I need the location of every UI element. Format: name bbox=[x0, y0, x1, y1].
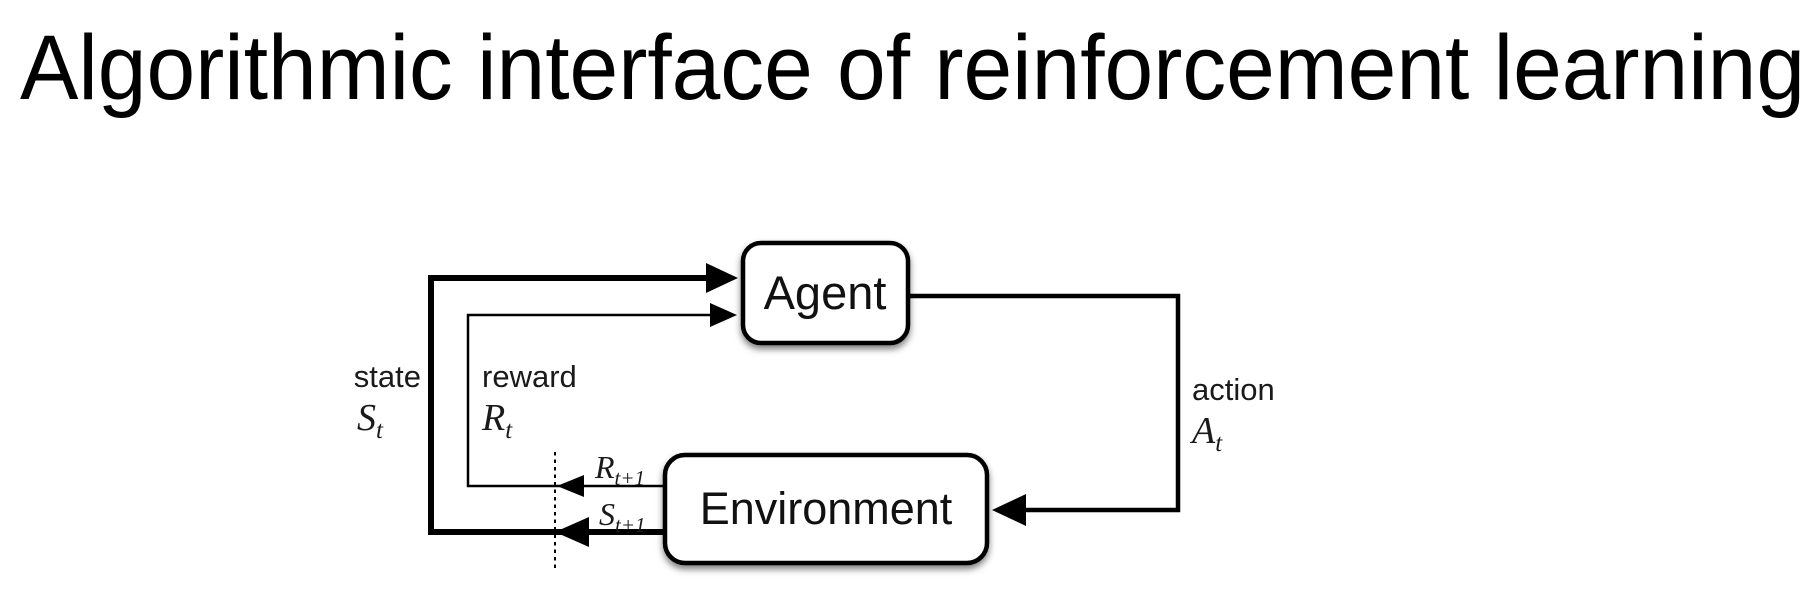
next-state-symbol-var: S bbox=[599, 496, 615, 532]
environment-node-label: Environment bbox=[700, 483, 953, 534]
next-reward-symbol-var: R bbox=[594, 449, 615, 485]
reward-arrowhead-at-timestep-icon bbox=[557, 475, 584, 497]
agent-node-label: Agent bbox=[764, 266, 887, 319]
state-flow-line bbox=[428, 275, 708, 535]
action-symbol-sub: t bbox=[1215, 430, 1223, 457]
environment-node-box bbox=[662, 452, 990, 566]
reward-symbol-sub: t bbox=[505, 417, 513, 444]
agent-node-box bbox=[740, 240, 911, 346]
next-state-symbol: St+1 bbox=[599, 496, 646, 537]
next-reward-symbol: Rt+1 bbox=[594, 449, 645, 490]
state-symbol-sub: t bbox=[376, 417, 384, 444]
state-arrowhead-at-timestep-icon bbox=[555, 517, 589, 547]
action-symbol: At bbox=[1189, 410, 1223, 457]
action-flow-line bbox=[909, 293, 1181, 513]
next-reward-symbol-sub: t+1 bbox=[615, 466, 646, 490]
next-state-symbol-sub: t+1 bbox=[615, 513, 646, 537]
state-edge-label: state bbox=[354, 359, 421, 394]
action-edge-label: action bbox=[1192, 372, 1275, 407]
action-arrowhead-into-environment-icon bbox=[992, 494, 1026, 526]
reward-edge-label: reward bbox=[482, 359, 577, 394]
state-symbol-var: S bbox=[357, 397, 376, 439]
reward-symbol: Rt bbox=[481, 397, 513, 444]
action-symbol-var: A bbox=[1189, 410, 1216, 452]
slide-title: Algorithmic interface of reinforcement l… bbox=[20, 17, 1805, 119]
state-arrowhead-into-agent-icon bbox=[706, 263, 738, 293]
reward-arrowhead-into-agent-icon bbox=[710, 303, 737, 327]
reward-symbol-var: R bbox=[481, 397, 505, 439]
state-symbol: St bbox=[357, 397, 384, 444]
